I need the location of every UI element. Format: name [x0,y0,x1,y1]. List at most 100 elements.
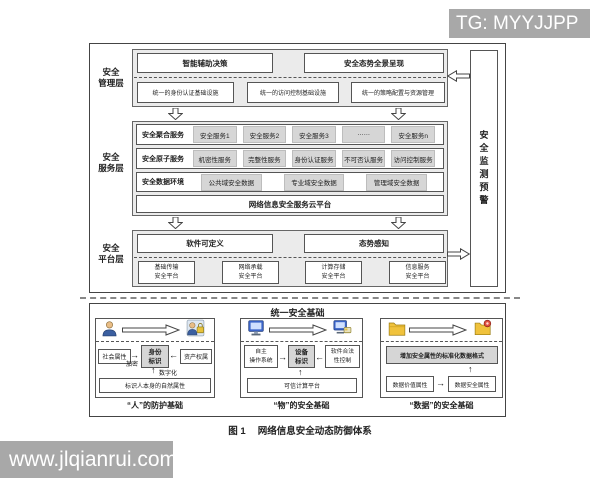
service-chip: 身份认证服务 [292,150,336,167]
platform-box-line2: 安全平台 [238,273,263,280]
up-arrow-icon: ↑ [468,364,473,374]
identity-mark-line1: 身份 [148,348,162,356]
atomic-services-row: 安全原子服务 机密性服务 完整性服务 身份认证服务 不可否认服务 访问控制服务 [136,148,444,169]
situation-panorama-box: 安全态势全景呈现 [304,53,444,73]
management-layer-label-line1: 安全 [102,67,120,77]
identity-mark-line2: 标识 [148,357,162,365]
section-dashed-separator [80,297,520,299]
trusted-computing-box: 可信计算平台 [247,378,357,393]
data-transform-arrow [409,324,467,336]
right-arrow-icon: → [436,378,445,388]
security-monitoring-strip: 安全监测预警 [470,50,498,287]
network-bearer-platform-box: 网络承载 安全平台 [222,261,279,284]
person-lock-icon [186,319,205,337]
service-chip: 安全服务3 [292,126,336,143]
data-environment-chips: 公共域安全数据 专业域安全数据 管理域安全数据 [190,173,438,191]
data-environment-row: 安全数据环境 公共域安全数据 专业域安全数据 管理域安全数据 [136,172,444,192]
service-chip: 不可否认服务 [341,150,386,167]
platform-box-line2: 安全平台 [405,273,430,280]
management-dashed-divider [134,77,446,78]
cloud-platform-box: 网络信息安全服务云平台 [136,195,444,213]
right-arrow-platform-to-monitor [447,248,470,260]
down-arrow-mgmt-service-right [391,108,406,120]
thing-panel-dashed [241,341,362,342]
platform-box-line1: 网络承载 [238,264,263,271]
natural-attribute-box: 标识人本身的自然属性 [99,378,211,393]
person-transform-arrow [122,324,180,336]
management-layer-label: 安全 管理层 [92,67,130,89]
service-chip: 安全服务2 [242,126,287,143]
digitize-arrow-label: 数字化 [159,371,178,377]
situation-awareness-box: 态势感知 [304,234,444,253]
left-arrow-icon: ← [315,352,324,362]
aggregate-services-chips: 安全服务1 安全服务2 安全服务3 …… 安全服务n [190,126,438,143]
platform-layer-label-line2: 平台层 [98,254,124,264]
device-mark-line2: 标识 [295,357,308,365]
computer-card-icon [333,319,352,337]
atomic-services-chips: 机密性服务 完整性服务 身份认证服务 不可否认服务 访问控制服务 [190,150,438,167]
right-arrow-icon: → [278,352,287,362]
autonomous-os-line2: 操作系统 [249,357,273,364]
management-layer-label-line2: 管理层 [98,78,124,88]
unified-access-control-box: 统一的访问控制基础设施 [247,82,339,103]
down-arrow-service-platform-right [391,217,406,229]
social-attribute-box: 社会属性 [98,349,131,364]
data-value-attribute-box: 数据价值属性 [386,376,434,392]
identity-mark-box: 身份 标识 [141,345,169,368]
software-legality-line1: 软件合法 [330,348,355,355]
service-layer-label-line1: 安全 [102,152,120,162]
left-arrow-icon: ← [169,350,178,360]
data-environment-label: 安全数据环境 [142,179,184,186]
person-panel-dashed [96,341,214,342]
person-icon [101,320,118,337]
encrypt-arrow-label: 加密 [126,362,139,368]
service-chip: 安全服务n [391,126,435,143]
aggregate-services-label: 安全聚合服务 [142,131,184,139]
service-chip: 管理域安全数据 [366,173,428,191]
software-definable-box: 软件可定义 [137,234,273,253]
data-panel-dashed [381,341,502,342]
data-security-attribute-box: 数据安全属性 [448,376,496,392]
up-arrow-icon: ↑ [151,365,156,375]
down-arrow-service-platform-left [168,217,183,229]
security-monitoring-label: 安全监测预警 [478,129,489,208]
service-chip: 安全服务1 [193,126,237,143]
platform-box-line2: 安全平台 [154,273,179,280]
person-foundation-caption: “人”的防护基础 [127,401,183,410]
platform-layer-label-line1: 安全 [102,243,120,253]
watermark-bottom-left: www.jlqianrui.com [0,441,177,478]
thing-foundation-caption: “物”的安全基础 [273,401,330,410]
computer-icon [247,319,265,337]
standardized-data-format-box: 增加安全属性的标准化数据格式 [386,346,498,364]
figure-caption-prefix: 图 1 [228,426,246,437]
platform-box-line1: 信息服务 [405,264,430,271]
service-layer-label: 安全 服务层 [92,152,130,174]
unified-policy-resource-box: 统一的策略配置与资源管理 [351,82,445,103]
platform-box-line1: 计算存储 [321,264,346,271]
service-chip: 完整性服务 [242,150,287,167]
up-arrow-icon: ↑ [298,367,303,377]
foundation-title: 统一安全基础 [270,308,325,318]
autonomous-os-box: 自主 操作系统 [244,345,278,368]
device-mark-line1: 设备 [295,348,308,356]
basic-transmission-platform-box: 基础传输 安全平台 [138,261,195,284]
software-legality-box: 软件合法 性控制 [325,345,360,368]
service-chip: 访问控制服务 [391,150,435,167]
thing-transform-arrow [269,324,327,336]
compute-storage-platform-box: 计算存储 安全平台 [305,261,362,284]
service-layer-label-line2: 服务层 [98,163,124,173]
info-service-platform-box: 信息服务 安全平台 [389,261,446,284]
intelligent-decision-box: 智能辅助决策 [137,53,273,73]
autonomous-os-line1: 自主 [255,348,267,355]
right-arrow-icon: → [130,350,139,360]
folder-lock-icon [474,319,493,337]
unified-identity-auth-box: 统一的身份认证基础设施 [137,82,234,103]
down-arrow-mgmt-service-left [168,108,183,120]
service-chip: 机密性服务 [193,150,237,167]
aggregate-services-row: 安全聚合服务 安全服务1 安全服务2 安全服务3 …… 安全服务n [136,124,444,145]
platform-box-line1: 基础传输 [154,264,179,271]
left-arrow-monitor-to-management [447,70,470,82]
asset-ownership-box: 资产权属 [180,349,212,364]
